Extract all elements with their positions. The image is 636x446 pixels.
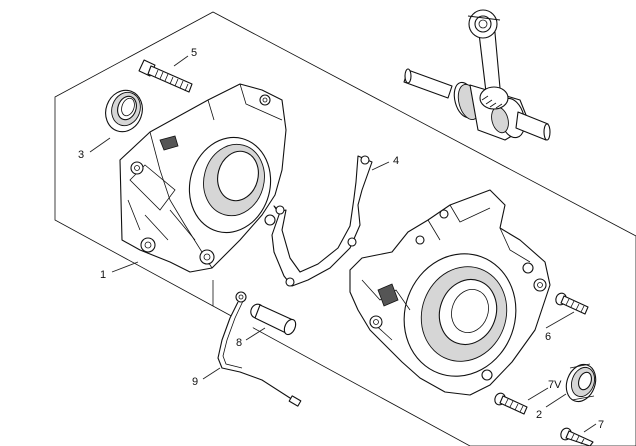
part-7v-screw[interactable] (493, 391, 528, 415)
part-1-crankcase-half[interactable] (119, 83, 287, 273)
part-6-screw[interactable] (554, 291, 589, 315)
part-3-seal[interactable] (100, 85, 148, 137)
callout-1: 1 (100, 269, 106, 281)
callout-6: 6 (545, 331, 551, 343)
leader-lines (89, 55, 597, 433)
part-4-gasket[interactable] (271, 155, 373, 287)
callout-7v: 7V (548, 379, 562, 391)
callout-4: 4 (393, 155, 399, 167)
part-2-seal[interactable] (561, 360, 600, 405)
callout-labels: 5 3 1 4 6 7V 2 7 8 9 (78, 47, 604, 431)
callout-3: 3 (78, 149, 84, 161)
part-9-cable[interactable] (217, 291, 302, 407)
part-5-bolt[interactable] (138, 59, 193, 93)
callout-7: 7 (598, 419, 604, 431)
callout-9: 9 (192, 376, 198, 388)
callout-8: 8 (236, 337, 242, 349)
crankshaft[interactable] (403, 9, 551, 141)
part-right-crankcase-half[interactable] (349, 189, 551, 396)
callout-5: 5 (191, 47, 197, 59)
part-7-screw[interactable] (559, 426, 594, 446)
callout-2: 2 (536, 409, 542, 421)
assembly-frame (54, 11, 636, 446)
part-8-sleeve[interactable] (249, 302, 298, 336)
